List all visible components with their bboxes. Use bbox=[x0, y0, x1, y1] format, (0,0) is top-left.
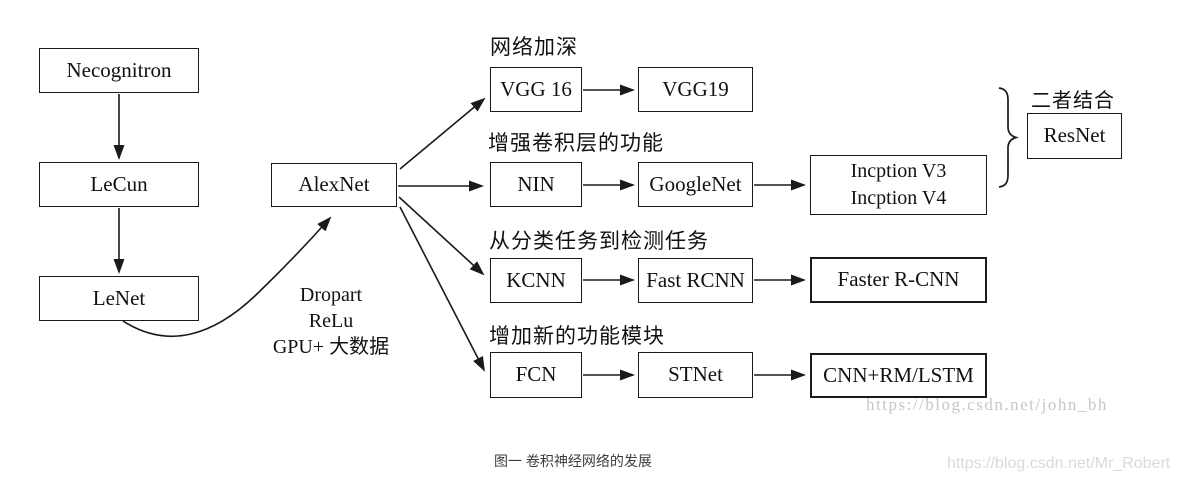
annotation-line: GPU+ 大数据 bbox=[272, 336, 390, 358]
node-vgg19: VGG19 bbox=[638, 67, 753, 112]
node-label: AlexNet bbox=[298, 172, 370, 197]
branch-label-enhance: 增强卷积层的功能 bbox=[488, 131, 664, 155]
node-label: LeNet bbox=[92, 285, 146, 310]
arrow-alexnet-to-vgg16 bbox=[399, 97, 486, 170]
node-label: NIN bbox=[517, 171, 555, 196]
node-label: Incption V4 bbox=[850, 187, 947, 209]
branch-label-deepen: 网络加深 bbox=[490, 35, 578, 59]
node-label: FCN bbox=[515, 362, 557, 387]
node-lenet: LeNet bbox=[39, 276, 199, 321]
node-inception: Incption V3 Incption V4 bbox=[810, 155, 987, 215]
node-fcn: FCN bbox=[490, 352, 582, 398]
node-fast-rcnn: Fast RCNN bbox=[638, 258, 753, 303]
node-label: Necognitron bbox=[66, 57, 172, 82]
node-label: LeCun bbox=[90, 171, 148, 196]
annotation-line: Dropart bbox=[299, 284, 363, 306]
node-label: GoogleNet bbox=[649, 171, 742, 196]
node-label: Incption V3 bbox=[850, 160, 947, 182]
node-label: VGG19 bbox=[662, 76, 729, 101]
watermark-john-bh: https://blog.csdn.net/john_bh bbox=[866, 395, 1108, 414]
node-necognitron: Necognitron bbox=[39, 48, 199, 93]
node-label: STNet bbox=[668, 362, 723, 387]
arrow-alexnet-to-kcnn bbox=[398, 196, 485, 276]
node-label: ResNet bbox=[1043, 123, 1106, 148]
node-faster-rcnn: Faster R-CNN bbox=[810, 257, 987, 303]
node-stnet: STNet bbox=[638, 352, 753, 398]
node-cnn-rm-lstm: CNN+RM/LSTM bbox=[810, 353, 987, 398]
arrow-alexnet-to-fcn bbox=[399, 206, 485, 372]
node-alexnet: AlexNet bbox=[271, 163, 397, 207]
node-lecun: LeCun bbox=[39, 162, 199, 207]
watermark-mr-robert: https://blog.csdn.net/Mr_Robert bbox=[947, 455, 1171, 472]
alexnet-edge-annotation: Dropart ReLu GPU+ 大数据 bbox=[258, 282, 404, 360]
branch-label-combine: 二者结合 bbox=[1031, 90, 1115, 112]
node-label: VGG 16 bbox=[500, 76, 572, 101]
node-label: KCNN bbox=[506, 267, 566, 292]
node-kcnn: KCNN bbox=[490, 258, 582, 303]
branch-label-detection: 从分类任务到检测任务 bbox=[489, 229, 709, 253]
node-label: Faster R-CNN bbox=[837, 267, 960, 292]
branch-label-modules: 增加新的功能模块 bbox=[489, 324, 665, 348]
node-label: Fast RCNN bbox=[646, 267, 745, 292]
figure-caption: 图一 卷积神经网络的发展 bbox=[494, 453, 652, 469]
node-label: CNN+RM/LSTM bbox=[823, 362, 974, 387]
node-nin: NIN bbox=[490, 162, 582, 207]
annotation-line: ReLu bbox=[308, 310, 354, 332]
node-googlenet: GoogleNet bbox=[638, 162, 753, 207]
combine-brace bbox=[998, 87, 1019, 188]
node-vgg16: VGG 16 bbox=[490, 67, 582, 112]
node-resnet: ResNet bbox=[1027, 113, 1122, 159]
